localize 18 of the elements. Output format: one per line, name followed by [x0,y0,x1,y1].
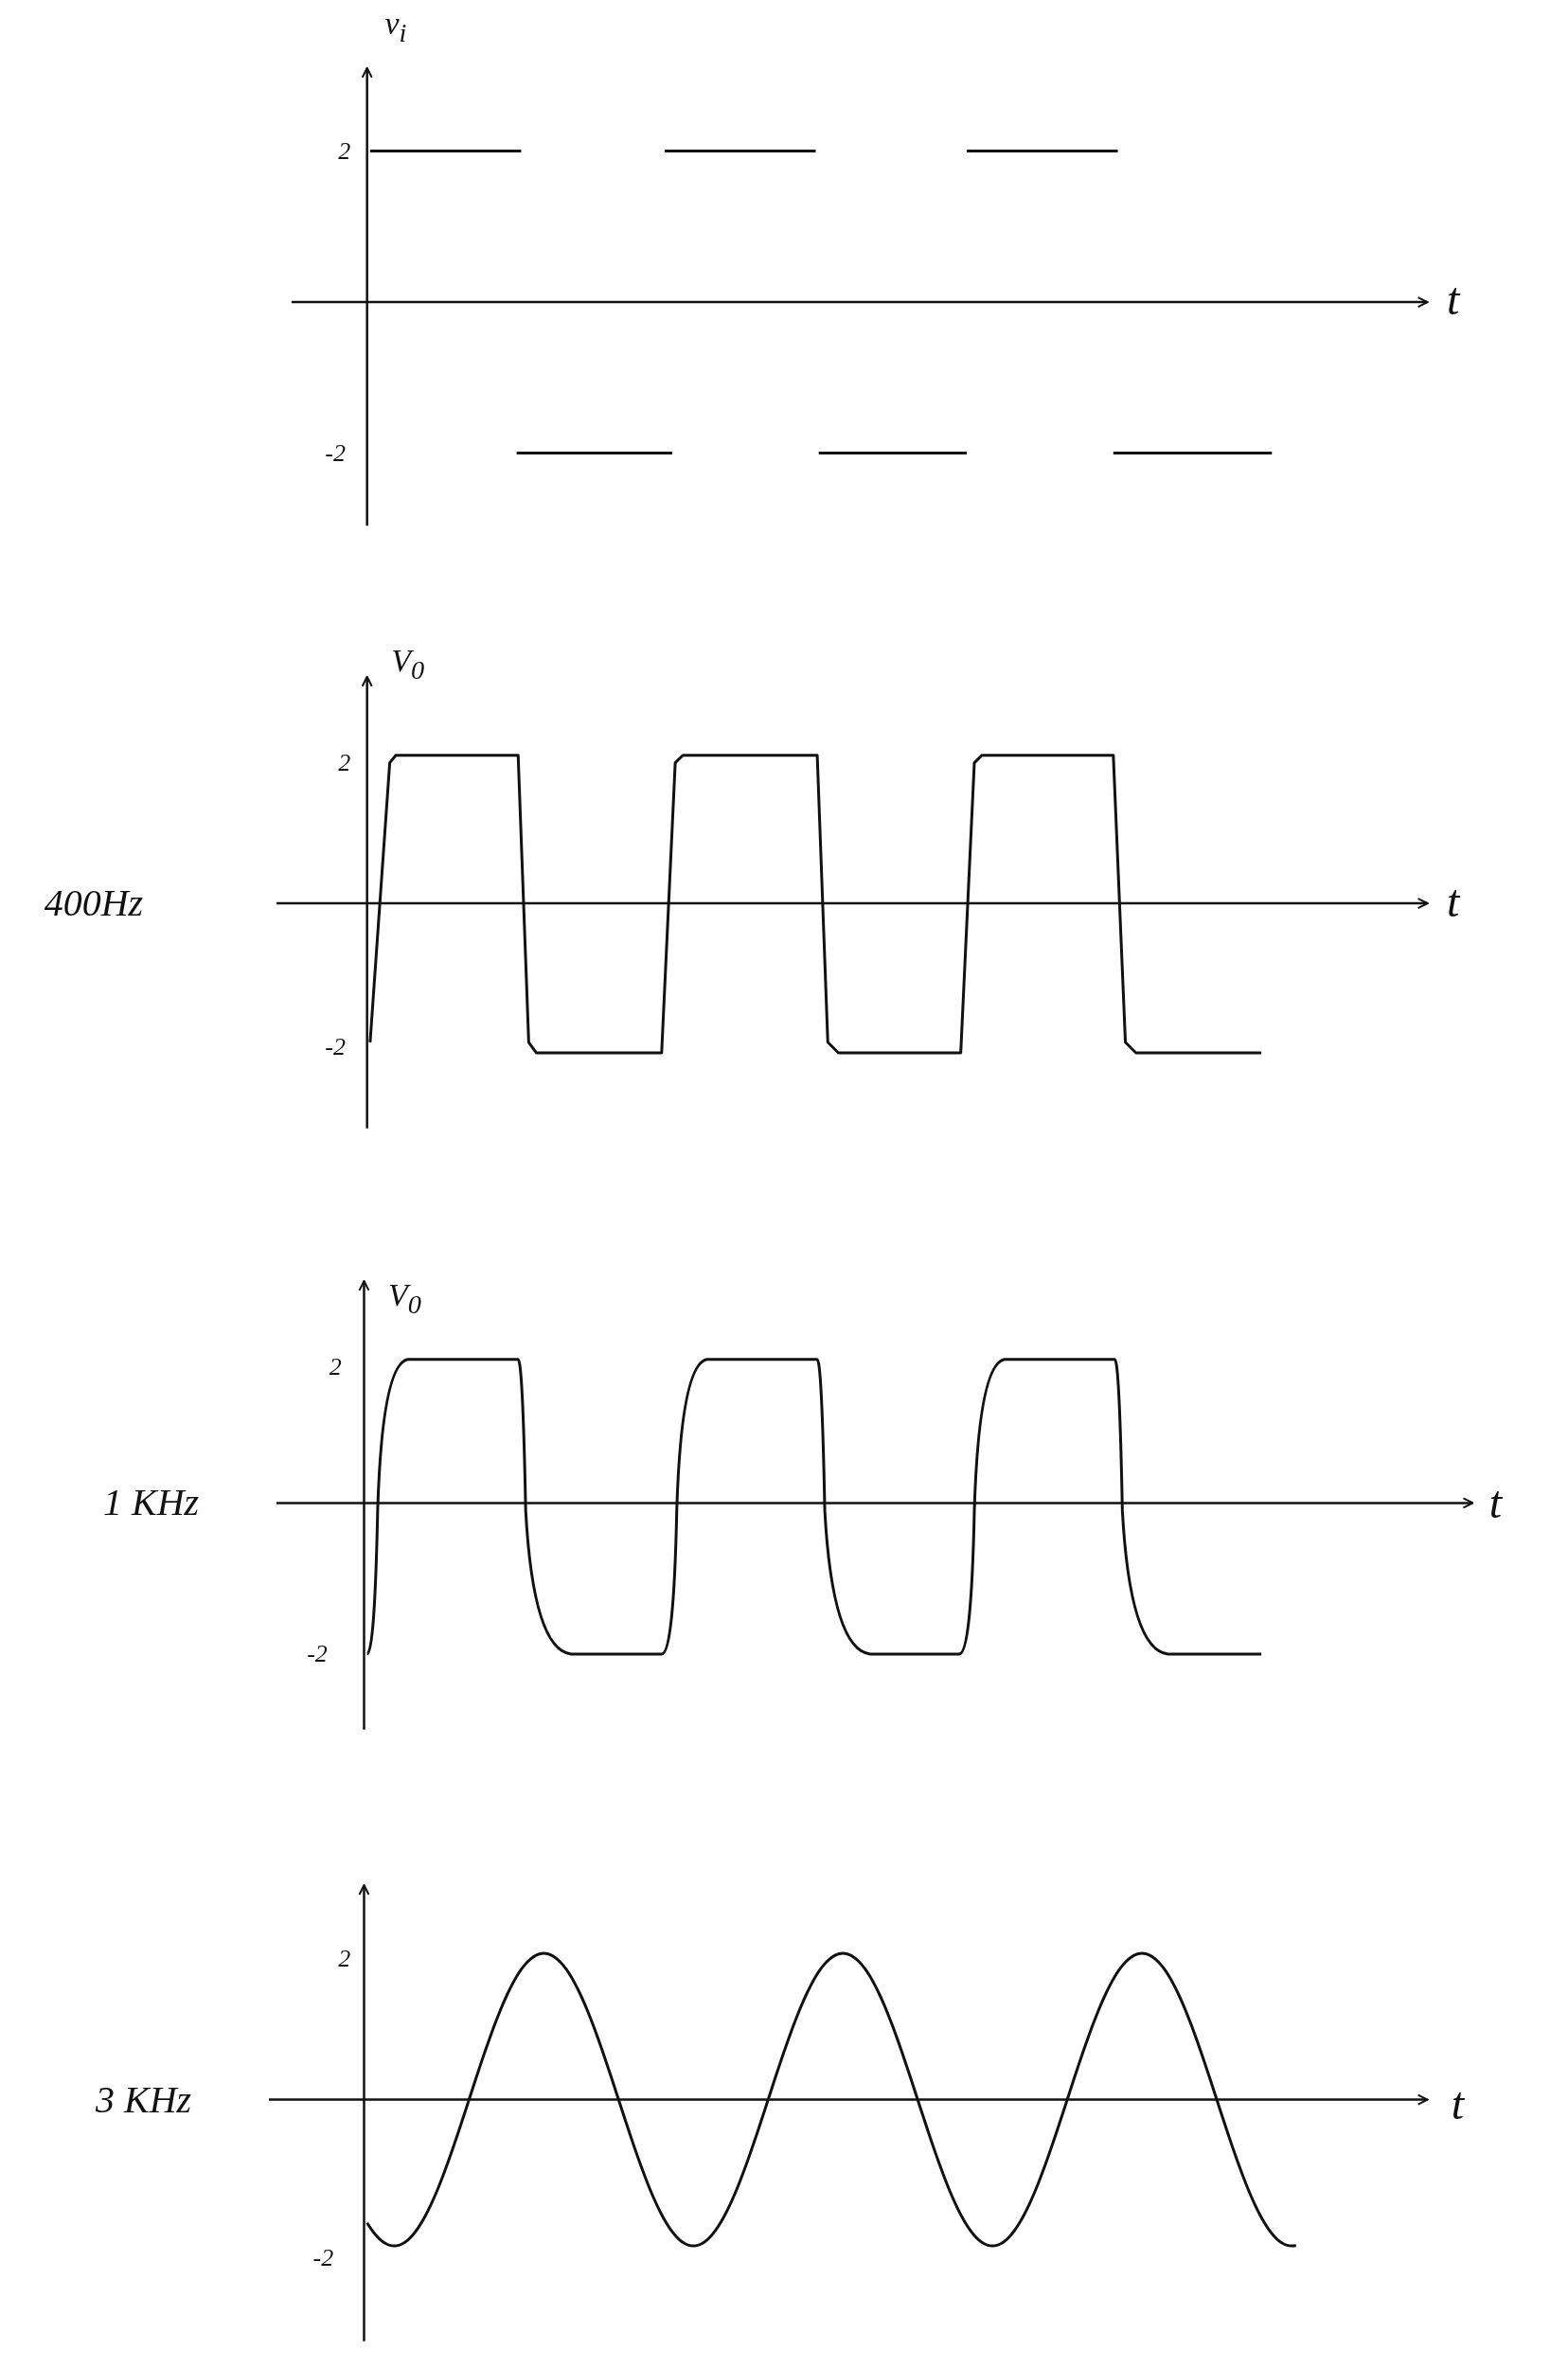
frequency-label: 3 KHz [96,2080,192,2119]
axis-label: V$_{0}$ [391,645,425,685]
axis-label: v$_{i}$ [384,8,407,47]
tick-label: 2 [338,750,351,775]
axis-label: t [1488,1480,1503,1526]
tick-label: 2 [338,1947,351,1972]
axis-label: V$_{0}$ [388,1279,421,1319]
tick-label: -2 [325,440,346,466]
axis-label: t [1451,2081,1465,2128]
axis-label: t [1447,879,1460,925]
axis-label: t [1447,276,1460,322]
tick-label: -2 [307,1641,328,1666]
frequency-label: 1 KHz [102,1484,200,1522]
tick-label: -2 [325,1034,346,1059]
tick-label: 2 [338,138,351,164]
tick-label: 2 [329,1354,342,1380]
frequency-label: 400Hz [44,884,144,923]
tick-label: -2 [312,2246,334,2271]
